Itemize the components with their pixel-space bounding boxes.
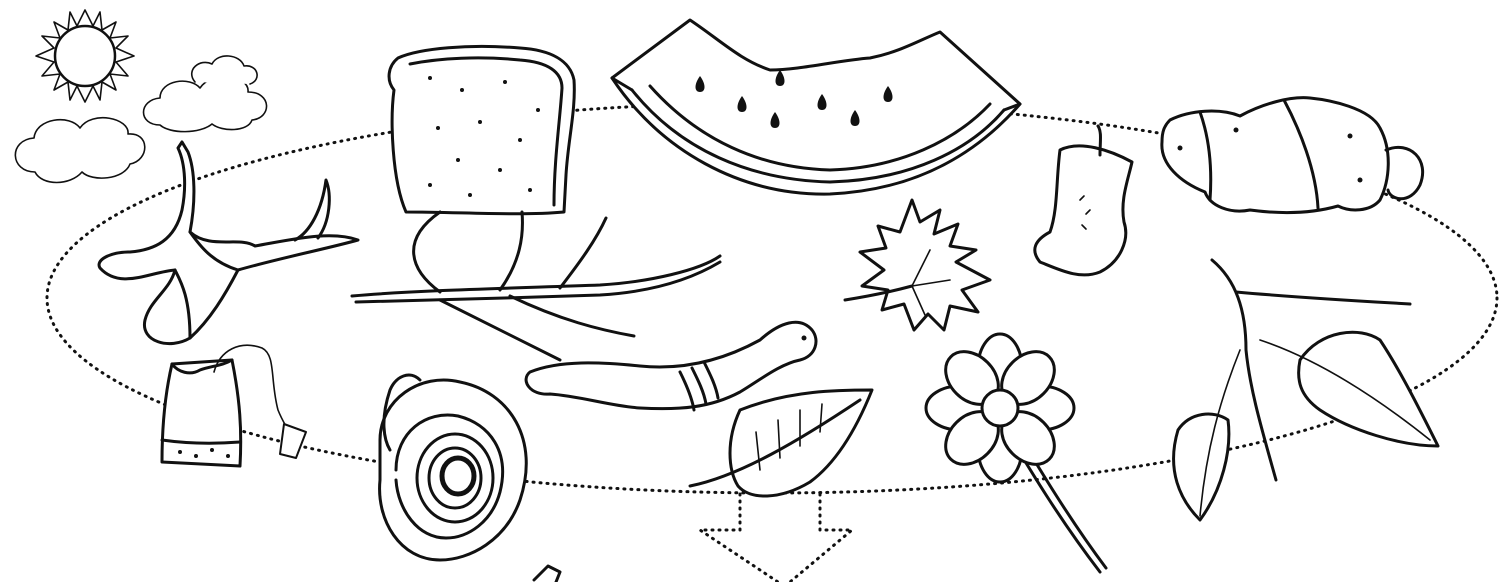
onion-icon [380, 375, 527, 560]
leaf-icon [690, 390, 872, 496]
scrap-icon [534, 566, 560, 582]
maple-leaf-icon [845, 200, 990, 330]
banana-peel-icon [99, 142, 358, 344]
apple-core-icon [1035, 126, 1132, 275]
bread-slice-icon [389, 46, 574, 213]
down-arrow-icon [700, 494, 852, 582]
tea-bag-icon [162, 345, 306, 466]
twig-with-leaves-icon [1174, 260, 1438, 520]
branch-icon [352, 212, 720, 360]
earthworm-icon [526, 322, 816, 410]
flower-icon [926, 334, 1106, 572]
potato-peel-icon [1162, 98, 1423, 213]
sun-icon [36, 10, 134, 102]
watermelon-slice-icon [612, 20, 1020, 194]
